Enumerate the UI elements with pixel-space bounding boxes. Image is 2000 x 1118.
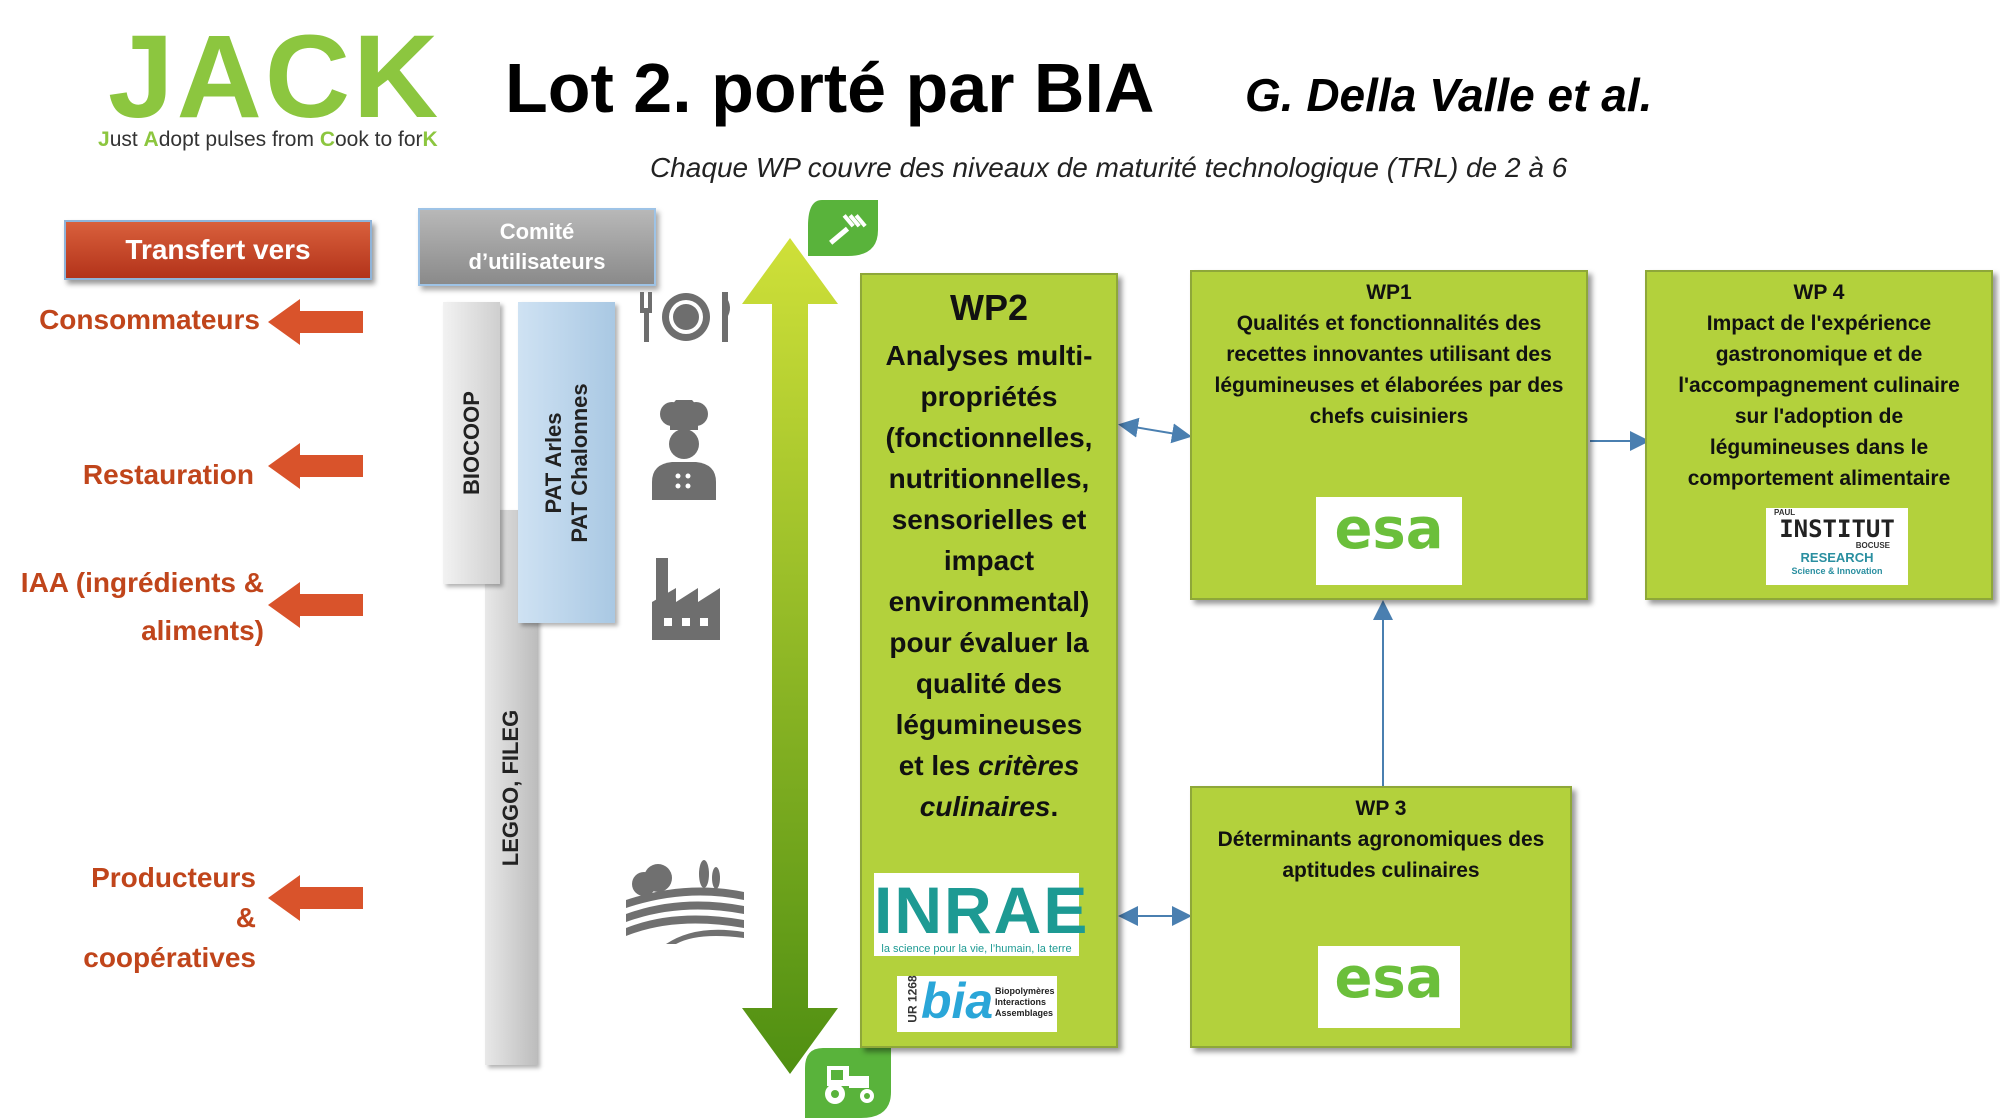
transfer-button: Transfert vers — [64, 220, 372, 280]
chef-icon — [652, 400, 716, 500]
plate-icon — [640, 292, 730, 342]
pat-bar: PAT Arles PAT Chalonnes — [518, 302, 615, 623]
biocoop-bar: BIOCOOP — [443, 302, 500, 584]
target-line: IAA (ingrédients & — [20, 567, 264, 598]
wp2-heading: WP2 — [949, 287, 1028, 328]
inrae-logo: INRAE la science pour la vie, l’humain, … — [874, 873, 1090, 956]
wp3-heading: WP 3 — [1355, 797, 1407, 820]
target-iaa: IAA (ingrédients & aliments) — [0, 563, 264, 651]
target-restauration: Restauration — [82, 459, 254, 490]
wp4-heading: WP 4 — [1793, 281, 1845, 304]
target-consommateurs: Consommateurs — [39, 304, 260, 335]
left-arrow-icon — [268, 443, 363, 489]
institut-bocuse-logo: PAUL INSTITUT BOCUSE RESEARCH Science & … — [1766, 508, 1908, 585]
factory-icon — [652, 558, 720, 640]
jack-tagline: Just Adopt pulses from Cook to forK — [98, 128, 438, 152]
tagline-part: Cook to for — [319, 128, 423, 151]
fields-icon — [626, 860, 744, 944]
left-arrow-icon — [268, 582, 363, 628]
fork-knife-icon — [808, 200, 878, 256]
tagline-part: Adopt pulses from — [143, 128, 320, 151]
target-line: & — [235, 902, 256, 933]
wp1-heading: WP1 — [1366, 281, 1412, 304]
left-arrow-icon — [268, 299, 363, 345]
tagline-part: Just — [98, 128, 144, 151]
trl-double-arrow — [742, 238, 838, 1074]
esa-logo: esa — [1318, 946, 1460, 1028]
tractor-icon — [805, 1048, 891, 1118]
target-line: coopératives — [83, 942, 256, 973]
jack-logo: JACK — [108, 11, 442, 143]
authors: G. Della Valle et al. — [1245, 69, 1653, 121]
subtitle: Chaque WP couvre des niveaux de maturité… — [650, 152, 1568, 183]
target-line: aliments) — [141, 615, 264, 646]
tagline-part: K — [422, 128, 438, 151]
esa-logo: esa — [1316, 497, 1462, 585]
wp2-description: Analyses multi-propriétés(fonctionnelles… — [885, 340, 1093, 822]
wp2-wp1-connector — [1118, 417, 1192, 444]
target-producteurs: Producteurs & coopératives — [20, 858, 256, 978]
page-title: Lot 2. porté par BIA — [505, 49, 1155, 127]
target-line: Producteurs — [91, 862, 256, 893]
left-arrow-icon — [268, 875, 363, 921]
